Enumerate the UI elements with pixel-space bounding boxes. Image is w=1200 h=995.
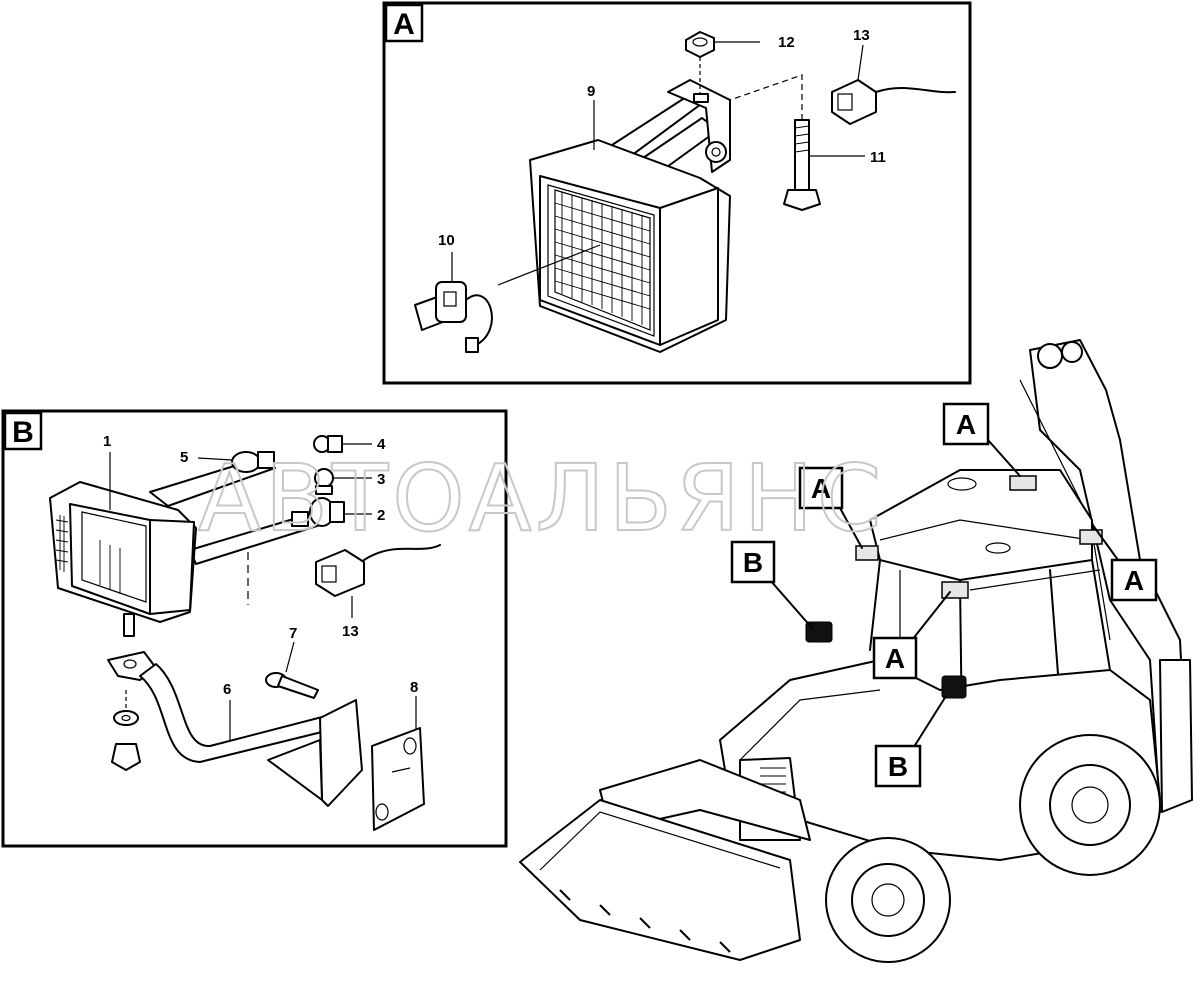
callout-8: 8 — [410, 679, 418, 696]
work-lamp-housing — [529, 79, 731, 353]
bulb-2 — [291, 497, 372, 527]
location-tags: A A A A B B — [730, 402, 1158, 788]
washer-nut — [111, 690, 141, 771]
tag-a-right: A — [1124, 565, 1144, 596]
callout-10: 10 — [438, 232, 455, 249]
watermark: АВТОАЛЬЯНС — [198, 445, 885, 552]
tag-a-mid: A — [885, 643, 905, 674]
machine-lamp-a-left — [855, 545, 879, 561]
machine-lamp-b-left — [805, 621, 833, 643]
panel-a: A — [382, 1, 972, 385]
machine-lamp-b-mid — [941, 675, 967, 699]
bracket-6 — [107, 651, 363, 807]
bulb-3 — [314, 468, 372, 495]
panel-b: B 1 5 — [1, 409, 508, 848]
callout-1: 1 — [103, 433, 111, 450]
panel-b-label: B — [12, 416, 34, 449]
callout-5: 5 — [180, 449, 188, 466]
machine-lamp-a-top — [1009, 475, 1037, 491]
tag-a-left: A — [811, 473, 831, 504]
bulb-5 — [197, 451, 275, 473]
callout-4: 4 — [377, 436, 386, 453]
bolt-7 — [265, 641, 319, 699]
callout-13-b: 13 — [342, 623, 359, 640]
connector-13-b — [247, 544, 441, 618]
bulb-10 — [414, 244, 601, 353]
plate-8 — [371, 696, 425, 831]
panel-a-label: A — [393, 8, 415, 41]
tag-a-top: A — [956, 409, 976, 440]
callout-9: 9 — [587, 83, 595, 100]
callout-13-a: 13 — [853, 27, 870, 44]
bolt-11 — [729, 74, 865, 211]
callout-3: 3 — [377, 471, 385, 488]
callout-12: 12 — [778, 34, 795, 51]
callout-6: 6 — [223, 681, 231, 698]
tag-b-left: B — [743, 547, 763, 578]
callout-7: 7 — [289, 625, 297, 642]
callout-11: 11 — [870, 149, 886, 166]
callout-2: 2 — [377, 507, 385, 524]
connector-13-a — [831, 44, 956, 125]
backhoe-loader-drawing — [519, 339, 1193, 963]
bulb-4 — [313, 435, 372, 453]
nut-12 — [685, 31, 760, 95]
tag-b-mid: B — [888, 751, 908, 782]
